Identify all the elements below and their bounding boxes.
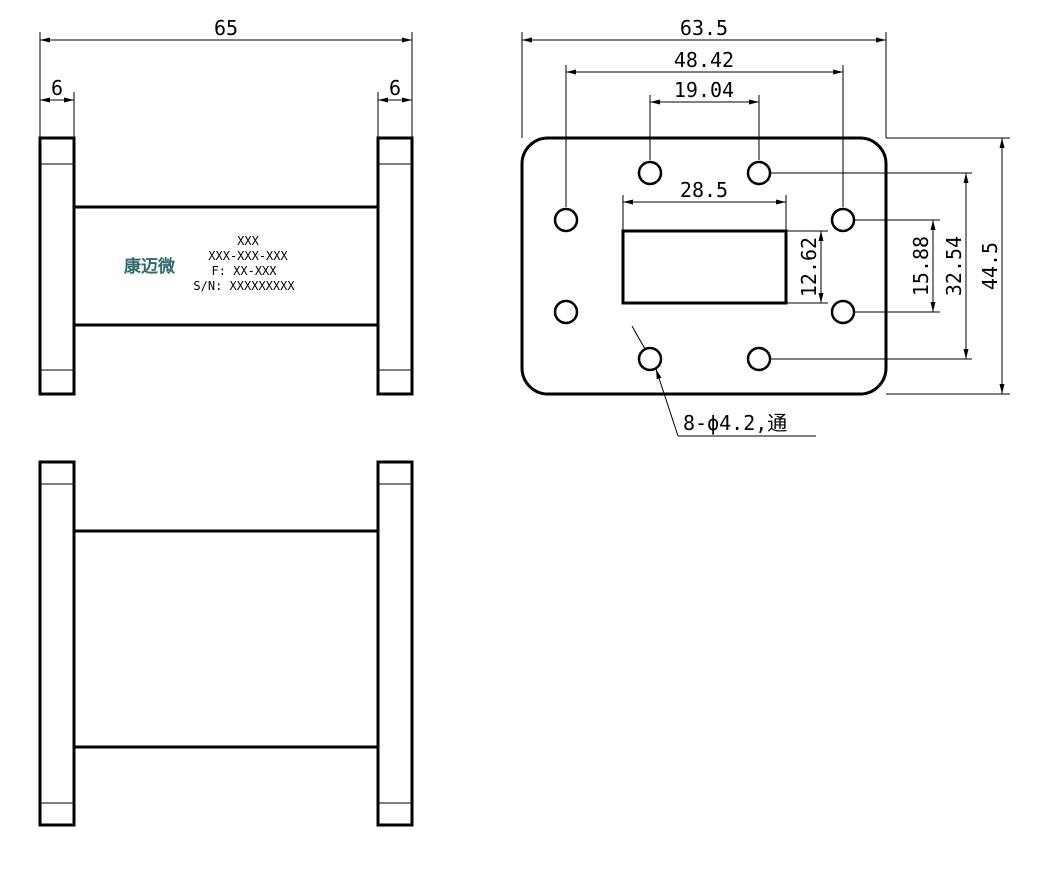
label-line-3: F: XX-XXX xyxy=(211,264,277,278)
outer-hole-spacing-x-label: 48.42 xyxy=(674,48,734,72)
top-view-right-flange xyxy=(376,460,414,827)
mounting-hole xyxy=(830,207,856,233)
inner-hole-spacing-x-label: 19.04 xyxy=(674,78,734,102)
leader-tail xyxy=(631,325,646,350)
mounting-hole xyxy=(746,160,772,186)
left-flange xyxy=(38,136,76,396)
top-view-left-flange xyxy=(38,460,76,827)
label-line-1: XXX xyxy=(237,234,259,248)
hole-note-label: 8-ϕ4.2,通 xyxy=(683,411,787,435)
mounting-hole xyxy=(553,299,579,325)
inner-hole-spacing-y-label: 15.88 xyxy=(909,236,933,296)
mounting-hole xyxy=(637,346,663,372)
left-flange-thickness-label: 6 xyxy=(51,76,63,100)
mounting-hole xyxy=(746,346,772,372)
label-line-2: XXX-XXX-XXX xyxy=(208,249,288,263)
mounting-hole xyxy=(830,299,856,325)
hole-leader-line xyxy=(655,368,679,437)
flange-width-label: 63.5 xyxy=(680,16,728,40)
flange-height-label: 44.5 xyxy=(978,242,1002,290)
right-flange-thickness-label: 6 xyxy=(389,76,401,100)
waveguide-aperture xyxy=(621,229,788,305)
top-view xyxy=(38,460,414,827)
mounting-hole xyxy=(637,160,663,186)
aperture-width-label: 28.5 xyxy=(680,178,728,202)
label-line-4: S/N: XXXXXXXXX xyxy=(193,279,295,293)
aperture-height-label: 12.62 xyxy=(797,237,821,297)
right-flange xyxy=(376,136,414,396)
brand-logo: 康迈微 xyxy=(124,256,176,277)
flange-outline xyxy=(520,136,888,396)
overall-length-label: 65 xyxy=(214,16,238,40)
side-view: 65 6 6 康迈微 XXX XXX-XXX-XXX F: XX-XXX S/N… xyxy=(38,16,414,396)
flange-view: 63.5 48.42 19.04 28.5 12.62 15.88 32.54 xyxy=(520,16,1010,437)
mounting-hole xyxy=(553,207,579,233)
outer-hole-spacing-y-label: 32.54 xyxy=(942,236,966,296)
